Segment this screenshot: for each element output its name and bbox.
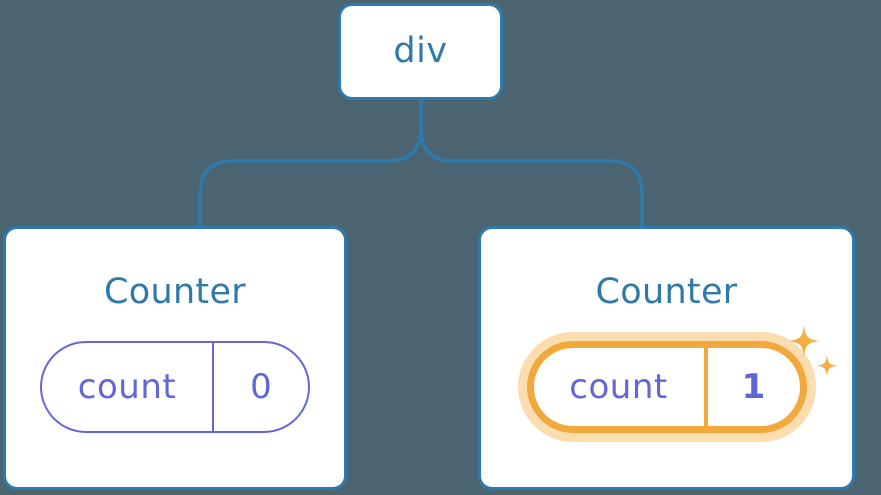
node-div-label: div bbox=[393, 31, 448, 71]
state-pill-right[interactable]: count 1 bbox=[526, 341, 807, 433]
connector-right-branch bbox=[419, 98, 644, 228]
node-counter-right[interactable]: Counter count 1 bbox=[478, 226, 855, 490]
node-counter-left-title: Counter bbox=[104, 272, 246, 312]
state-pill-wrap-right: count 1 bbox=[481, 325, 852, 433]
sparkle-small-icon bbox=[816, 355, 838, 377]
state-key-label-left: count bbox=[77, 367, 177, 407]
state-key-label-right: count bbox=[569, 367, 668, 407]
node-div[interactable]: div bbox=[338, 3, 503, 100]
state-value-label-right: 1 bbox=[741, 367, 766, 407]
node-counter-right-title: Counter bbox=[595, 272, 738, 312]
state-value-cell-left: 0 bbox=[214, 343, 308, 431]
state-pill-wrap-left: count 0 bbox=[6, 341, 344, 433]
state-pill-left[interactable]: count 0 bbox=[40, 341, 310, 433]
state-value-label-left: 0 bbox=[250, 367, 272, 407]
connector-left-branch bbox=[198, 98, 423, 228]
state-key-cell-right: count bbox=[534, 348, 708, 426]
state-key-cell-left: count bbox=[42, 343, 214, 431]
state-value-cell-right: 1 bbox=[708, 348, 800, 426]
node-counter-left[interactable]: Counter count 0 bbox=[3, 226, 347, 490]
